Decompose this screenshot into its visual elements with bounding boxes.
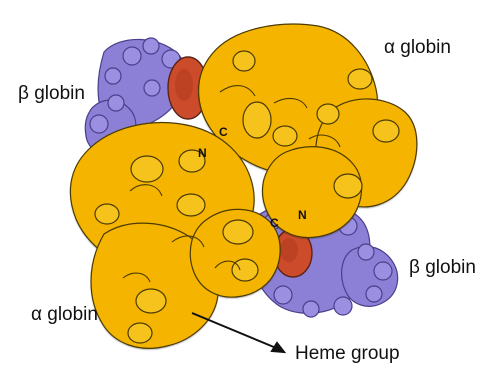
beta-globin-bottom-right-label: β globin [409,258,476,277]
heme-group-label: Heme group [295,344,400,363]
alpha-globin-bottom-left-label: α globin [31,305,98,324]
heme-pointer-arrow [192,313,284,352]
beta-globin-top-left-label: β globin [18,84,85,103]
c-terminal-top-label: C [219,126,228,138]
n-terminal-top-label: N [198,147,207,159]
n-terminal-bottom-label: N [298,209,307,221]
alpha-globin-top-right-label: α globin [384,38,451,57]
c-terminal-bottom-label: C [270,217,279,229]
